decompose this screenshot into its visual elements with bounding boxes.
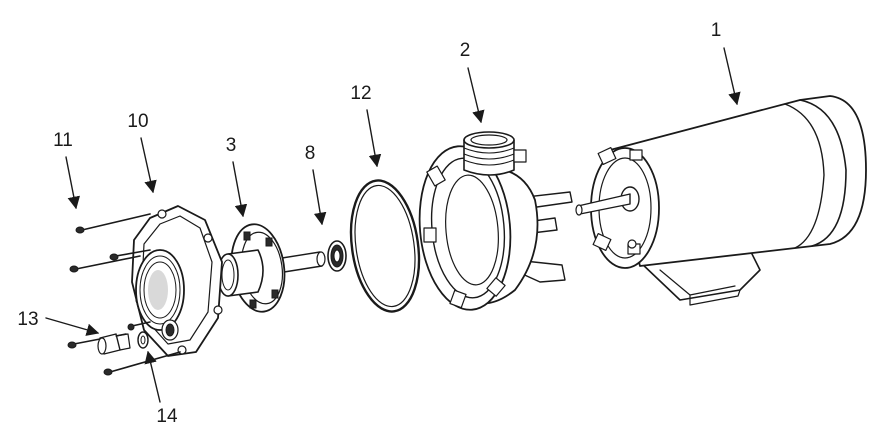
drain-plug (97, 333, 131, 355)
callout-2: 2 (460, 40, 471, 61)
callout-1: 1 (711, 20, 722, 41)
callout-3: 3 (226, 135, 237, 156)
face-plate (131, 205, 223, 357)
callout-13: 13 (17, 309, 38, 330)
motor (575, 95, 867, 306)
seal (327, 240, 347, 272)
callout-12: 12 (350, 83, 371, 104)
callout-11: 11 (53, 130, 73, 151)
pump-housing (418, 131, 573, 311)
callout-10: 10 (127, 111, 148, 132)
impeller (217, 223, 326, 313)
o-ring (349, 179, 421, 313)
washer (137, 331, 149, 349)
callout-8: 8 (305, 143, 316, 164)
callout-14: 14 (156, 406, 178, 427)
leader-lines (45, 47, 741, 403)
